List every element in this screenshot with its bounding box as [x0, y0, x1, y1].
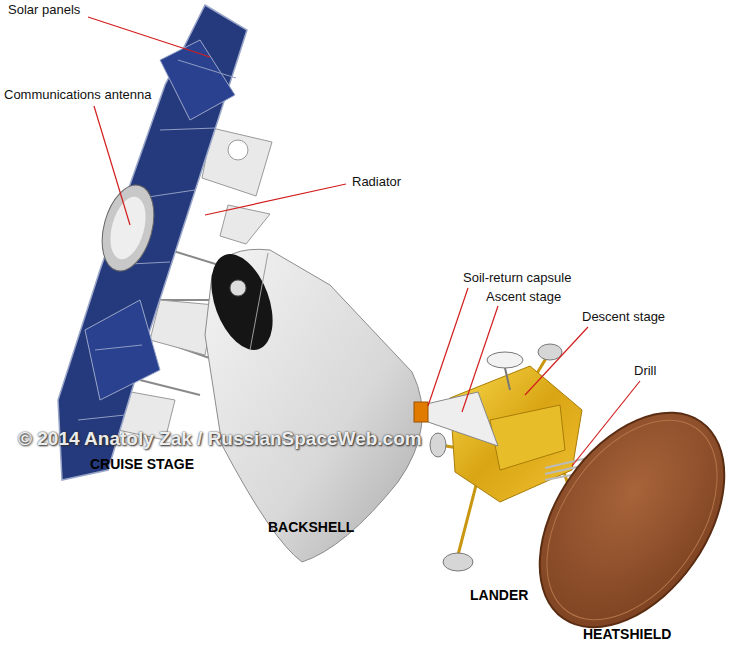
part-label: Drill: [634, 364, 656, 379]
module-label: CRUISE STAGE: [90, 456, 194, 472]
part-label: Radiator: [352, 175, 401, 190]
part-label: Descent stage: [582, 310, 665, 325]
watermark: © 2014 Anatoly Zak / RussianSpaceWeb.com: [18, 428, 422, 450]
part-label: Solar panels: [8, 3, 80, 18]
part-label: Communications antenna: [4, 88, 151, 103]
module-label: HEATSHIELD: [583, 626, 671, 642]
module-label: LANDER: [470, 587, 528, 603]
module-label: BACKSHELL: [268, 519, 354, 535]
part-label: Soil-return capsule: [463, 271, 571, 286]
part-label: Ascent stage: [486, 290, 561, 305]
